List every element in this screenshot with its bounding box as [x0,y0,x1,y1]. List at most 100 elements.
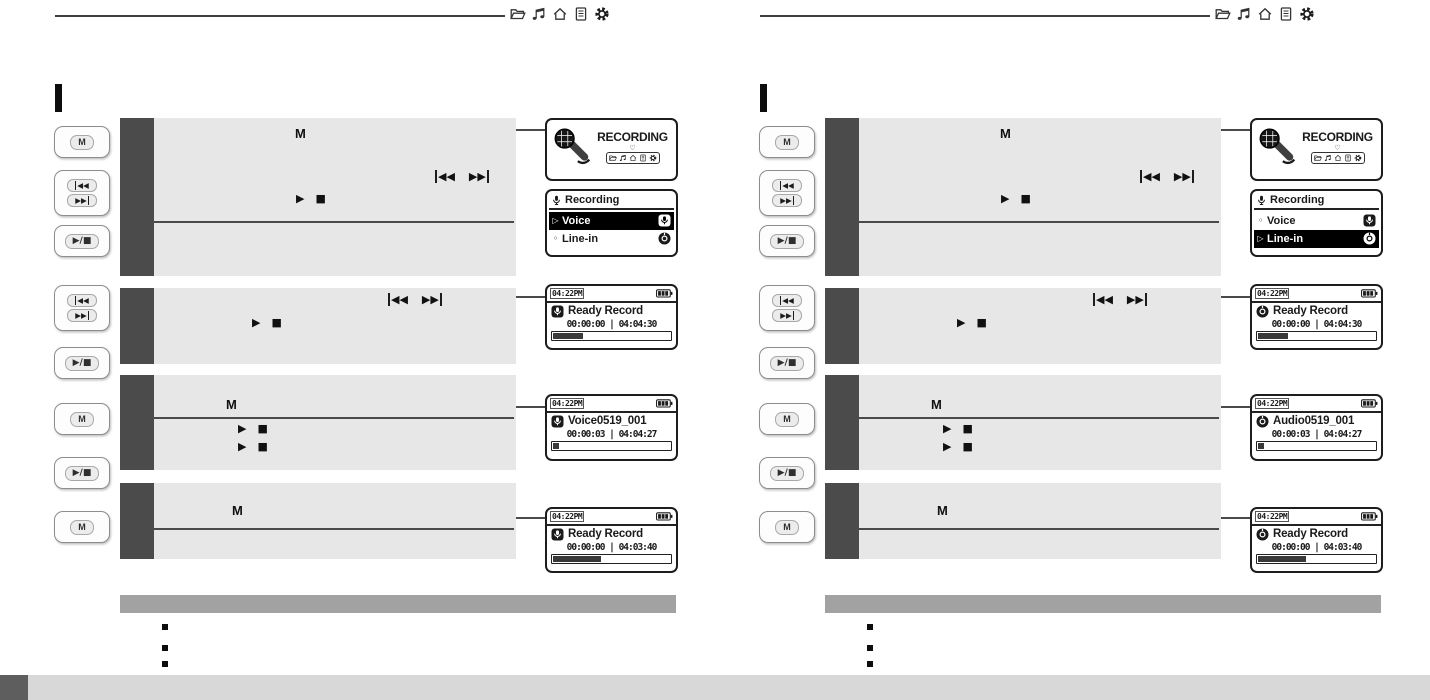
lcd-menu-strip [605,152,660,164]
lcd-progress-bar [1256,553,1377,564]
lcd-time-counter: 00:00:03 | 04:04:27 [566,428,658,440]
m-key-glyph: M [931,397,942,412]
play-stop-glyph: ▶ ■ [943,440,973,453]
next-button: ▶▶ [67,309,97,322]
mic-icon [551,195,562,206]
lcd-time-counter: 00:00:00 | 04:03:40 [1271,541,1363,553]
m-key-glyph: M [232,503,243,518]
previous-button: ◀◀ [67,294,97,307]
gear-icon [649,154,657,162]
next-button-label: ▶▶ [780,311,794,320]
lcd-progress-fill [553,442,559,449]
next-glyph: ▶▶ [1127,293,1147,306]
next-glyph: ▶▶ [469,170,489,183]
lcd-divider [547,301,676,303]
play-stop-button: ▶/■ [759,347,815,379]
lcd-recording-file-screen: 04:22PM Voice0519_001 00:00:03 | 04:04:2… [545,394,678,461]
lcd-menu-title: Recording [565,194,620,206]
skip-keys-glyph: ◀◀ ▶▶ [1140,170,1194,183]
m-key-glyph: M [1000,126,1011,141]
folder-icon [510,6,526,22]
lcd-clock: 04:22PM [550,398,585,409]
lcd-divider [549,208,674,210]
step-row-2: ◀◀ ▶▶ ▶ ■ [120,288,516,364]
next-glyph: ▶▶ [1174,170,1194,183]
header-rule [760,15,1210,17]
callout-line [1221,406,1250,408]
play-stop-glyph: ▶ ■ [296,192,326,205]
section-heading-marker [55,84,62,112]
battery-icon [656,399,673,408]
step-number-bar [120,483,154,559]
lcd-menu-title: Recording [1270,194,1325,206]
m-button-label: M [70,519,94,535]
menu-item-voice: ◦ Voice [1254,212,1379,230]
folder-icon [609,154,617,162]
play-stop-glyph: ▶ ■ [943,422,973,435]
lcd-divider [547,524,676,526]
step-row-3: M ▶ ■ ▶ ■ [825,375,1221,470]
play-glyph: ▶ [252,316,261,329]
m-button-label: M [775,411,799,427]
lcd-recording-file-screen: 04:22PM Audio0519_001 00:00:03 | 04:04:2… [1250,394,1383,461]
note-bar [825,595,1381,613]
mic-icon [1256,195,1267,206]
play-stop-glyph: ▶ ■ [238,422,268,435]
menu-item-line-in: ◦ Line-in [549,230,674,248]
play-stop-button-label: ▶/■ [64,233,100,249]
callout-line [1221,296,1250,298]
home-icon [1334,154,1342,162]
skip-buttons: ◀◀ ▶▶ [759,285,815,331]
battery-icon [656,289,673,298]
lcd-status-title: Ready Record [1273,305,1348,317]
lcd-recording-menu: Recording ◦ Voice ▷ Line-in [1250,189,1383,257]
stop-glyph: ■ [257,440,268,453]
m-key-glyph: M [937,503,948,518]
previous-button: ◀◀ [772,179,802,192]
skip-buttons: ◀◀ ▶▶ [54,285,110,331]
step-row-4: M [825,483,1221,559]
step-divider [859,417,1219,419]
m-button-label: M [775,134,799,150]
lcd-menu-header: Recording [549,194,674,207]
selection-arrow: ▷ [552,216,559,225]
battery-icon [1361,399,1378,408]
line-in-icon [658,232,671,245]
manual-page-voice: M ◀◀ ▶▶ ▶/■ ◀◀ ▶▶ ▶/■ M ▶/■ M M [40,0,690,700]
voice-record-icon [551,305,564,318]
lcd-clock: 04:22PM [550,511,585,522]
folder-icon [1314,154,1322,162]
menu-item-voice: ▷ Voice [549,211,674,230]
lcd-divider [1252,411,1381,413]
page-number-block [0,675,28,700]
menu-item-label: Voice [562,214,591,227]
callout-line [516,406,545,408]
play-stop-button-label: ▶/■ [64,355,100,371]
step-divider [859,221,1219,223]
lcd-ready-record-screen: 04:22PM Ready Record 00:00:00 | 04:03:40 [545,507,678,573]
next-button-label: ▶▶ [780,196,794,205]
lcd-recording-screen: RECORDING ♡ [1250,118,1383,181]
previous-button-label: ◀◀ [780,296,794,305]
lcd-ready-record-screen: 04:22PM Ready Record 00:00:00 | 04:04:30 [545,284,678,350]
step-number-bar [120,288,154,364]
note-bullet [867,624,873,630]
play-stop-glyph: ▶ ■ [957,316,987,329]
step-divider [859,528,1219,530]
lcd-time-counter: 00:00:03 | 04:04:27 [1271,428,1363,440]
play-stop-glyph: ▶ ■ [252,316,282,329]
note-bullet [162,645,168,651]
stop-glyph: ■ [976,316,987,329]
gear-icon [1299,6,1315,22]
step-divider [154,417,514,419]
play-stop-button: ▶/■ [759,457,815,489]
menu-item-label: Voice [1267,214,1296,227]
microphone-icon [1256,125,1298,169]
m-button: M [54,511,110,543]
skip-buttons: ◀◀ ▶▶ [759,170,815,216]
line-in-icon [1256,305,1269,318]
play-glyph: ▶ [238,422,247,435]
previous-button: ◀◀ [772,294,802,307]
play-glyph: ▶ [1001,192,1010,205]
lcd-status-title: Ready Record [568,305,643,317]
